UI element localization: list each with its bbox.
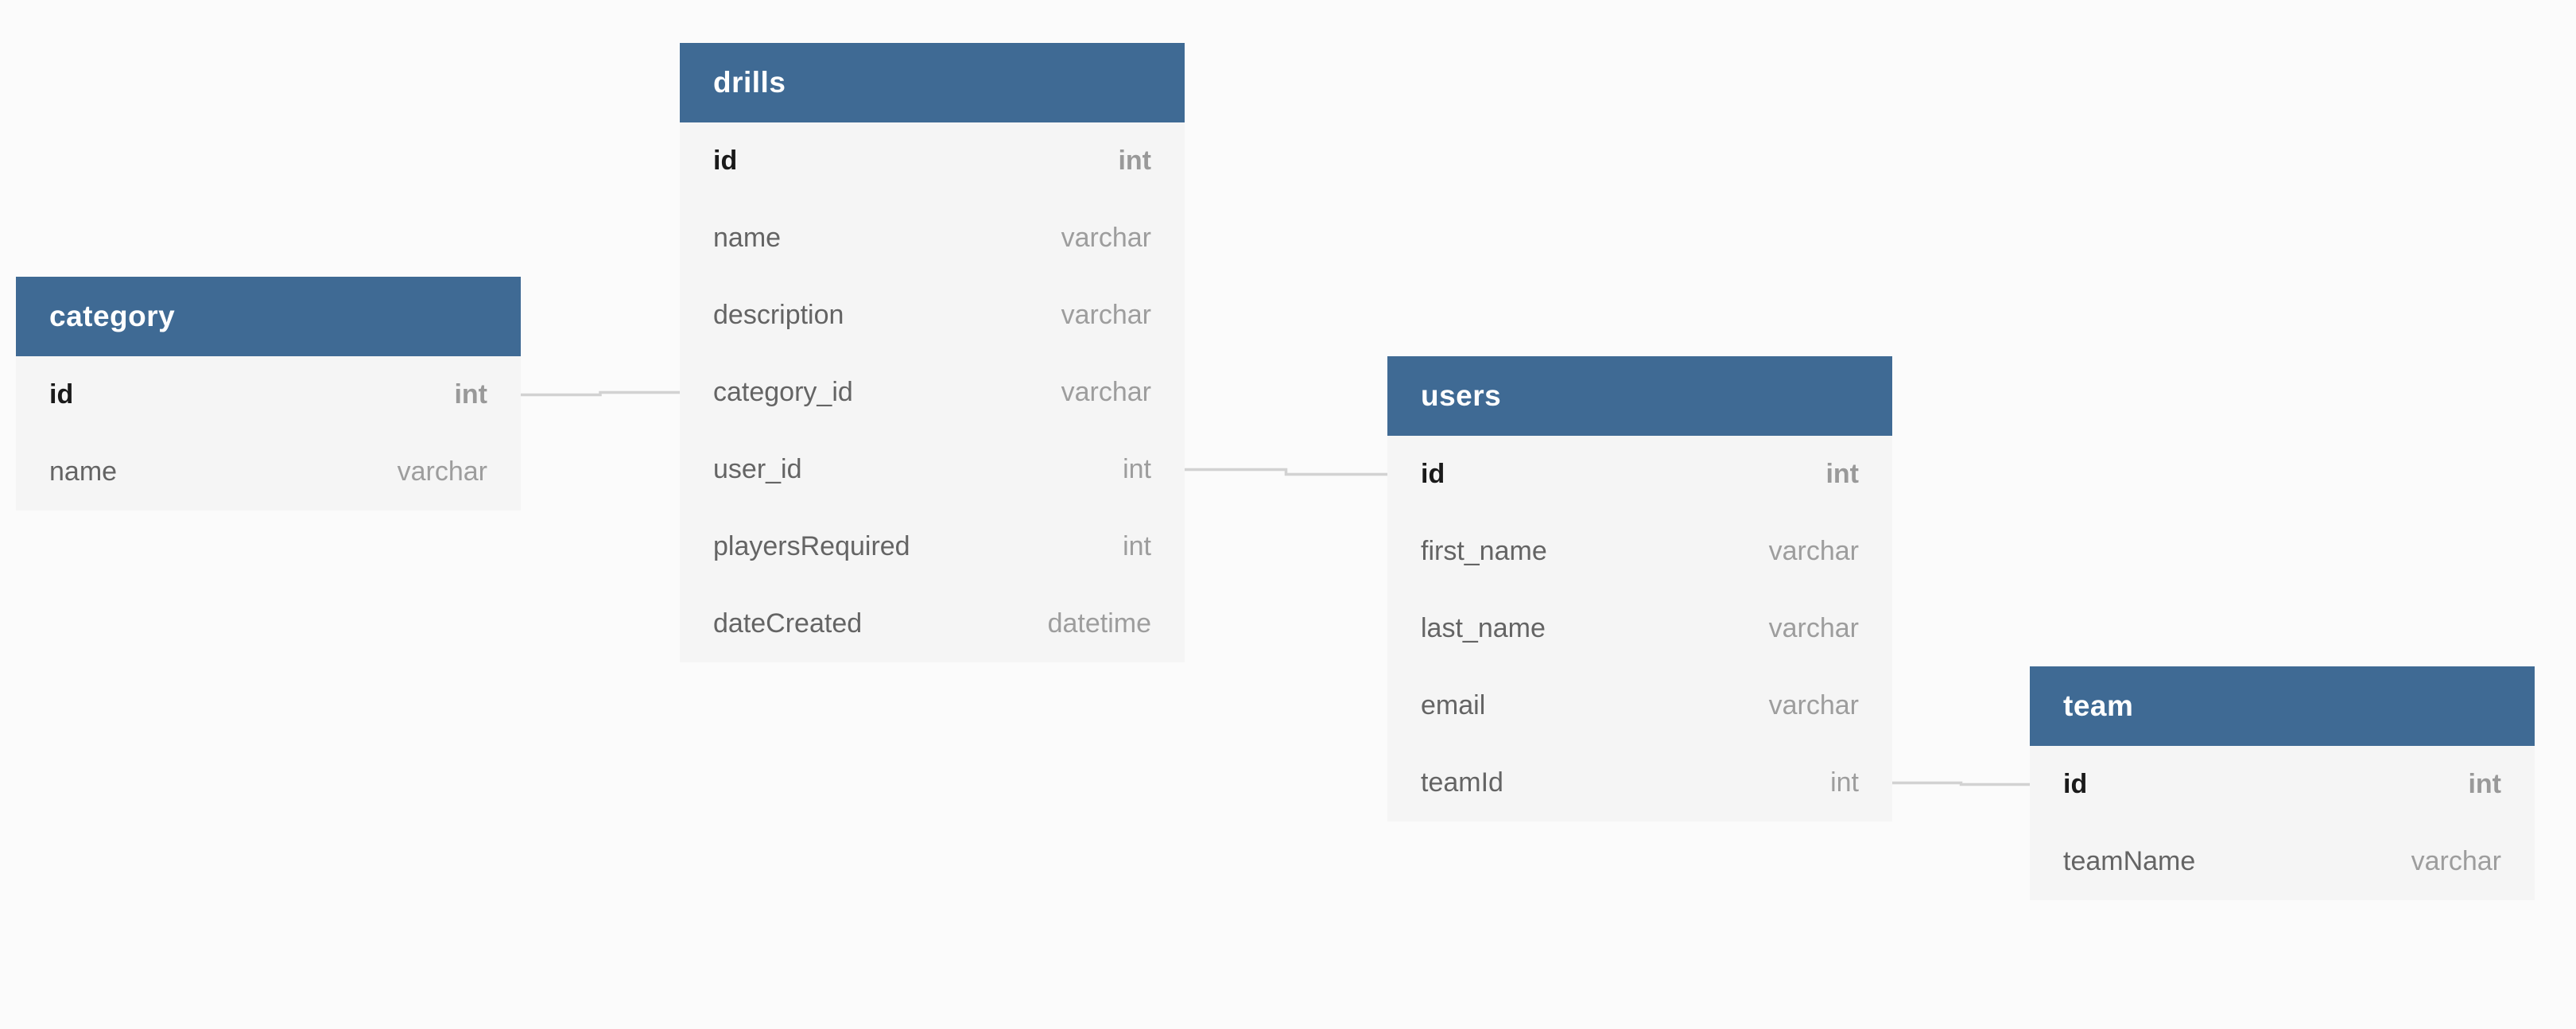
column-name: category_id — [713, 377, 853, 407]
table-row-name[interactable]: name varchar — [16, 433, 521, 511]
column-type: int — [454, 379, 487, 410]
column-name: id — [713, 146, 738, 176]
column-type: int — [1123, 531, 1151, 561]
column-name: user_id — [713, 454, 802, 484]
column-name: id — [1421, 459, 1445, 489]
table-title: drills — [713, 66, 786, 99]
table-category[interactable]: category id int name varchar — [16, 277, 521, 511]
table-row-teamId[interactable]: teamId int — [1387, 744, 1892, 821]
column-type: varchar — [1768, 690, 1859, 720]
table-row-name[interactable]: name varchar — [680, 200, 1185, 277]
table-row-email[interactable]: email varchar — [1387, 667, 1892, 744]
table-drills[interactable]: drills id int name varchar description varchar… — [680, 43, 1185, 662]
relationship-line-users-team — [1892, 781, 2030, 786]
column-name: id — [2063, 769, 2088, 799]
column-name: name — [49, 456, 118, 487]
table-body: id int name varchar — [16, 356, 521, 511]
column-name: teamId — [1421, 767, 1503, 798]
table-body: id int teamName varchar — [2030, 746, 2535, 900]
column-name: dateCreated — [713, 608, 863, 639]
table-row-id[interactable]: id int — [16, 356, 521, 433]
column-name: playersRequired — [713, 531, 910, 561]
column-name: description — [713, 300, 844, 330]
table-row-last_name[interactable]: last_name varchar — [1387, 590, 1892, 667]
column-type: int — [1825, 459, 1859, 489]
column-type: varchar — [1061, 300, 1151, 330]
table-row-description[interactable]: description varchar — [680, 277, 1185, 354]
column-name: id — [49, 379, 74, 410]
table-row-playersRequired[interactable]: playersRequired int — [680, 508, 1185, 585]
column-type: varchar — [1061, 377, 1151, 407]
column-type: varchar — [397, 456, 487, 487]
table-header[interactable]: category — [16, 277, 521, 356]
table-row-dateCreated[interactable]: dateCreated datetime — [680, 585, 1185, 662]
table-row-category_id[interactable]: category_id varchar — [680, 354, 1185, 431]
column-name: name — [713, 223, 782, 253]
table-header[interactable]: users — [1387, 356, 1892, 436]
column-type: int — [1830, 767, 1859, 798]
column-type: int — [1123, 454, 1151, 484]
table-title: team — [2063, 689, 2134, 722]
column-name: email — [1421, 690, 1486, 720]
column-type: varchar — [1061, 223, 1151, 253]
column-name: teamName — [2063, 846, 2196, 876]
relationship-line-drills-users — [1185, 468, 1387, 476]
table-header[interactable]: team — [2030, 666, 2535, 746]
table-row-user_id[interactable]: user_id int — [680, 431, 1185, 508]
column-type: int — [1118, 146, 1151, 176]
table-row-id[interactable]: id int — [2030, 746, 2535, 823]
column-name: last_name — [1421, 613, 1546, 643]
table-row-first_name[interactable]: first_name varchar — [1387, 513, 1892, 590]
table-title: category — [49, 300, 176, 332]
table-row-teamName[interactable]: teamName varchar — [2030, 823, 2535, 900]
column-type: varchar — [1768, 536, 1859, 566]
table-row-id[interactable]: id int — [1387, 436, 1892, 513]
column-type: varchar — [1768, 613, 1859, 643]
column-type: varchar — [2411, 846, 2501, 876]
column-name: first_name — [1421, 536, 1547, 566]
column-type: int — [2468, 769, 2501, 799]
table-title: users — [1421, 379, 1502, 412]
table-header[interactable]: drills — [680, 43, 1185, 122]
table-team[interactable]: team id int teamName varchar — [2030, 666, 2535, 900]
table-row-id[interactable]: id int — [680, 122, 1185, 200]
column-type: datetime — [1047, 608, 1151, 639]
relationship-line-category-drills — [521, 390, 680, 397]
